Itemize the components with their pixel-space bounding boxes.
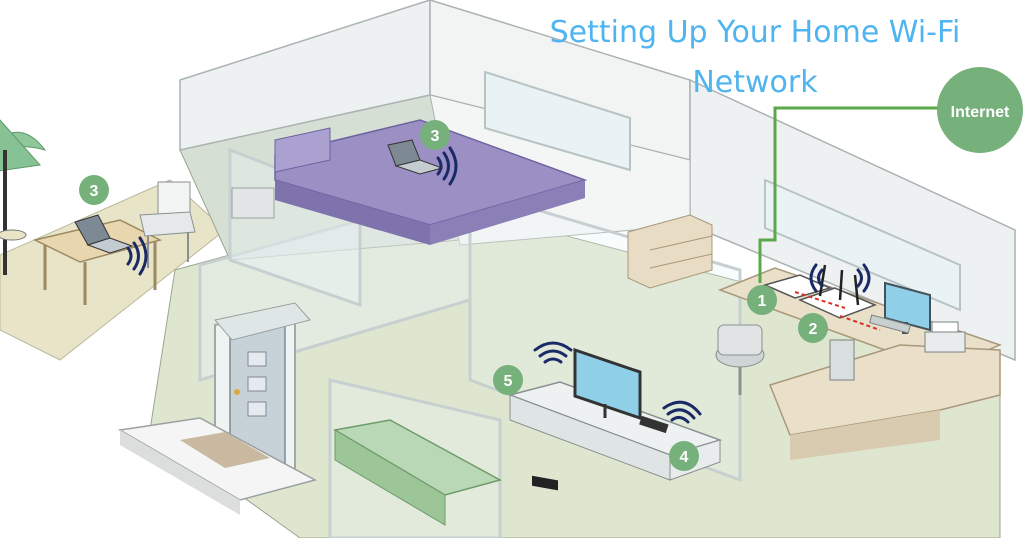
radiator [231, 187, 275, 219]
game-console [532, 475, 558, 491]
step-number: 3 [90, 183, 99, 200]
step-badge-4: 4 [669, 441, 699, 471]
router-cable-2 [839, 315, 881, 331]
wifi-signal-router [809, 263, 871, 293]
patio-chair [139, 181, 196, 268]
step-number: 4 [680, 449, 689, 466]
step-badge-5: 5 [493, 365, 523, 395]
television [573, 347, 642, 421]
wifi-signal-bedroom [436, 146, 458, 186]
step-badge-2: 2 [798, 313, 828, 343]
office-window [764, 178, 961, 312]
patio-laptop [74, 214, 134, 254]
step-badge-1: 1 [747, 285, 777, 315]
streaming-box [639, 415, 669, 434]
step-number: 2 [809, 321, 818, 338]
wifi-signal-patio [126, 236, 148, 276]
front-step [117, 417, 318, 515]
step-badge-3-bedroom: 3 [420, 120, 450, 150]
bookshelf [627, 214, 713, 289]
internet-cable [758, 106, 940, 283]
step-badge-3-patio: 3 [79, 175, 109, 205]
keyboard [869, 314, 911, 334]
wifi-signal-streaming-box [662, 400, 702, 424]
desktop-tower [829, 339, 855, 381]
sofa [332, 419, 502, 526]
printer [924, 321, 966, 353]
modem [762, 274, 833, 299]
wifi-signal-console [533, 341, 573, 364]
office-chair [715, 324, 765, 395]
patio-umbrella [0, 119, 47, 275]
step-number: 3 [431, 128, 440, 145]
internet-label: Internet [951, 104, 1010, 121]
bed [274, 119, 588, 245]
step-number: 1 [758, 293, 767, 310]
router-cable [794, 291, 846, 309]
page-title: Setting Up Your Home Wi-Fi Network [549, 15, 961, 100]
bedroom-laptop [387, 139, 444, 175]
step-number: 5 [504, 373, 513, 390]
internet-badge: Internet [937, 67, 1023, 153]
wifi-router [797, 264, 878, 319]
front-door [214, 302, 311, 472]
bedroom-window [484, 70, 631, 172]
